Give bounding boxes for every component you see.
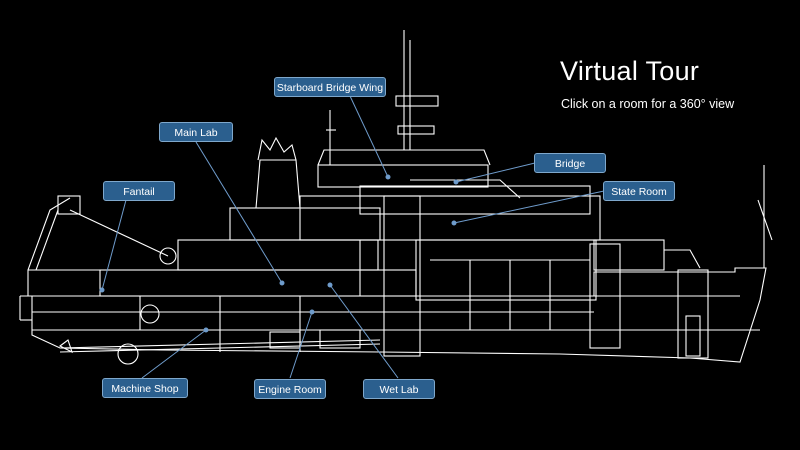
machine-shop-button[interactable]: Machine Shop [102,378,188,398]
starboard-bridge-wing-button[interactable]: Starboard Bridge Wing [274,77,386,97]
page-subtitle: Click on a room for a 360° view [561,97,735,111]
bridge-button[interactable]: Bridge [534,153,606,173]
main-lab-button[interactable]: Main Lab [159,122,233,142]
page-title: Virtual Tour [560,56,700,86]
fantail-button[interactable]: Fantail [103,181,175,201]
engine-room-button[interactable]: Engine Room [254,379,326,399]
state-room-button[interactable]: State Room [603,181,675,201]
wet-lab-button[interactable]: Wet Lab [363,379,435,399]
